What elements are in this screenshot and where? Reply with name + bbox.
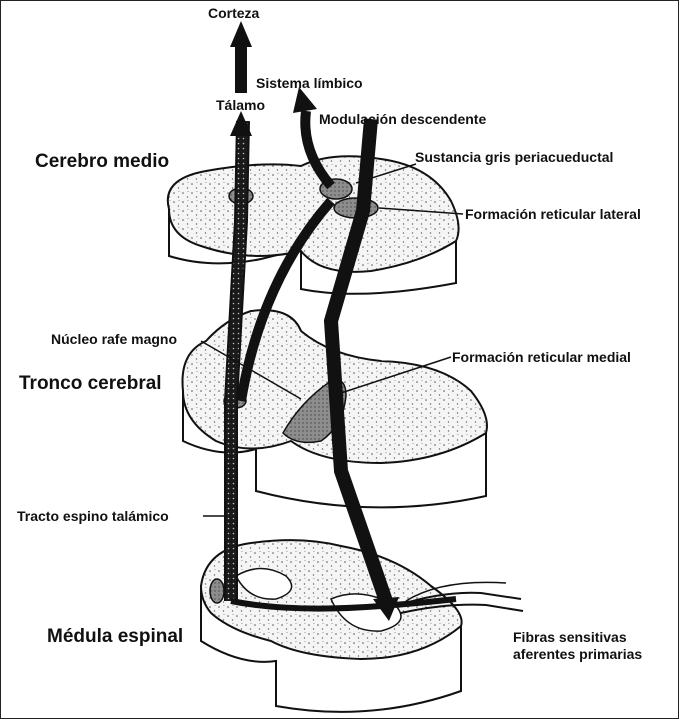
label-fibras-line2: aferentes primarias xyxy=(513,646,642,662)
label-medula-espinal: Médula espinal xyxy=(47,626,183,648)
label-formacion-reticular-medial: Formación reticular medial xyxy=(452,349,631,365)
spinal-tract-section xyxy=(210,579,224,603)
label-fibras-line1: Fibras sensitivas xyxy=(513,629,627,645)
label-formacion-reticular-lateral: Formación reticular lateral xyxy=(465,206,641,222)
spinal-cord-section xyxy=(201,540,462,712)
label-corteza: Corteza xyxy=(208,5,259,21)
label-tronco-cerebral: Tronco cerebral xyxy=(19,373,162,395)
label-modulacion-descendente: Modulación descendente xyxy=(319,111,486,127)
label-nucleo-rafe-magno: Núcleo rafe magno xyxy=(51,331,177,347)
label-tracto-espino-talamico: Tracto espino talámico xyxy=(17,508,169,524)
label-cerebro-medio: Cerebro medio xyxy=(35,151,169,173)
cortex-arrowhead xyxy=(230,21,252,47)
label-talamo: Tálamo xyxy=(216,97,265,113)
label-sistema-limbico: Sistema límbico xyxy=(256,75,363,91)
label-sustancia-gris: Sustancia gris periacueductal xyxy=(415,149,613,165)
